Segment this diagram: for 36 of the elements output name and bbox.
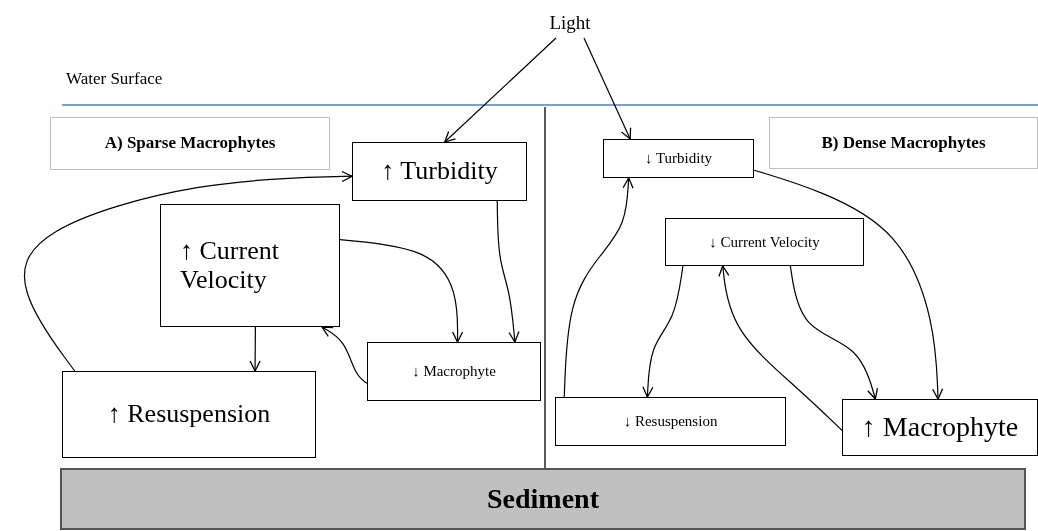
arrow [23, 170, 353, 372]
sediment-bar [60, 468, 1026, 530]
node-label: ↓ Resuspension [623, 413, 718, 430]
arrow [753, 169, 944, 400]
arrow [789, 265, 879, 400]
arrow [642, 265, 684, 398]
process-box [665, 218, 864, 266]
node-label: ↑ Macrophyte [861, 412, 1019, 443]
panel-heading: B) Dense Macrophytes [821, 133, 986, 153]
arrow [496, 200, 520, 343]
arrow [339, 239, 464, 343]
arrow [444, 37, 557, 143]
panel-heading-box [50, 117, 330, 170]
node-label: ↓ Macrophyte [412, 363, 496, 380]
arrow [718, 265, 843, 431]
sediment-label: Sediment [487, 483, 599, 515]
process-box [367, 342, 541, 401]
node-label: ↓ Current Velocity [709, 233, 820, 251]
light-label: Light [549, 12, 591, 34]
arrow [321, 326, 368, 384]
node-label: ↑ Current Velocity [180, 236, 280, 295]
process-box [62, 371, 316, 458]
node-label: ↓ Turbidity [644, 150, 713, 167]
process-box [352, 142, 527, 201]
arrow [249, 326, 261, 372]
panel-heading: A) Sparse Macrophytes [104, 134, 276, 153]
node-label: ↑ Resuspension [107, 400, 271, 429]
water-surface-label: Water Surface [66, 69, 163, 89]
process-box [555, 397, 786, 446]
panel-heading-box [769, 117, 1038, 169]
arrow [583, 37, 632, 140]
process-box [160, 204, 340, 327]
node-label: ↑ Turbidity [381, 157, 498, 186]
arrow [563, 177, 634, 398]
process-box [842, 399, 1038, 456]
process-box [603, 139, 754, 178]
